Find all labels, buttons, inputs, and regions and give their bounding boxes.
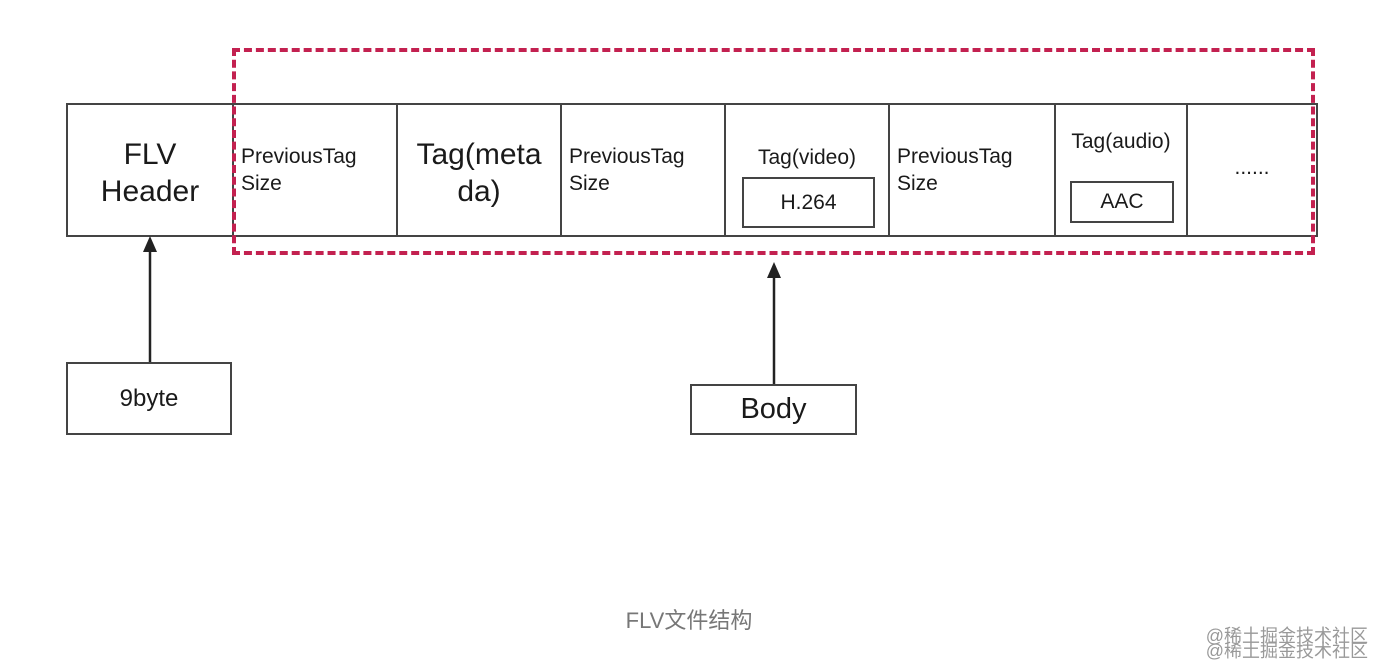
body-label: Body — [740, 393, 807, 425]
header-size-box: 9byte — [66, 362, 232, 435]
ellipsis-label: ...... — [1234, 156, 1270, 179]
tag-video-label: Tag(video) — [757, 146, 857, 169]
tag-metadata-cell: Tag(meta da) — [396, 103, 562, 237]
tag-audio-label: Tag(audio) — [1071, 130, 1171, 153]
figure-caption: FLV文件结构 — [625, 608, 753, 633]
previous-tag-size-cell-3: PreviousTag Size — [888, 103, 1056, 237]
tag-video-cell: Tag(video) H.264 — [724, 103, 890, 237]
tag-metadata-label: Tag(meta da) — [416, 138, 542, 208]
flv-header-cell: FLV Header — [66, 103, 234, 237]
flv-header-label: FLV Header — [100, 138, 200, 208]
previous-tag-size-cell-2: PreviousTag Size — [560, 103, 726, 237]
tag-audio-cell: Tag(audio) AAC — [1054, 103, 1188, 237]
header-size-label: 9byte — [119, 384, 179, 412]
aac-box: AAC — [1070, 181, 1174, 223]
previous-tag-size-label-1: PreviousTag Size — [241, 145, 357, 196]
ellipsis-cell: ...... — [1186, 103, 1318, 237]
previous-tag-size-label-3: PreviousTag Size — [897, 145, 1013, 196]
body-arrow — [767, 262, 781, 386]
header-size-arrow — [143, 236, 157, 364]
previous-tag-size-label-2: PreviousTag Size — [569, 145, 685, 196]
previous-tag-size-cell-1: PreviousTag Size — [232, 103, 398, 237]
watermark-1: @稀土掘金技术社区 — [1205, 626, 1368, 646]
body-box: Body — [690, 384, 857, 435]
h264-box: H.264 — [742, 177, 875, 228]
watermark-2: @稀土掘金技术社区 — [1205, 641, 1368, 661]
